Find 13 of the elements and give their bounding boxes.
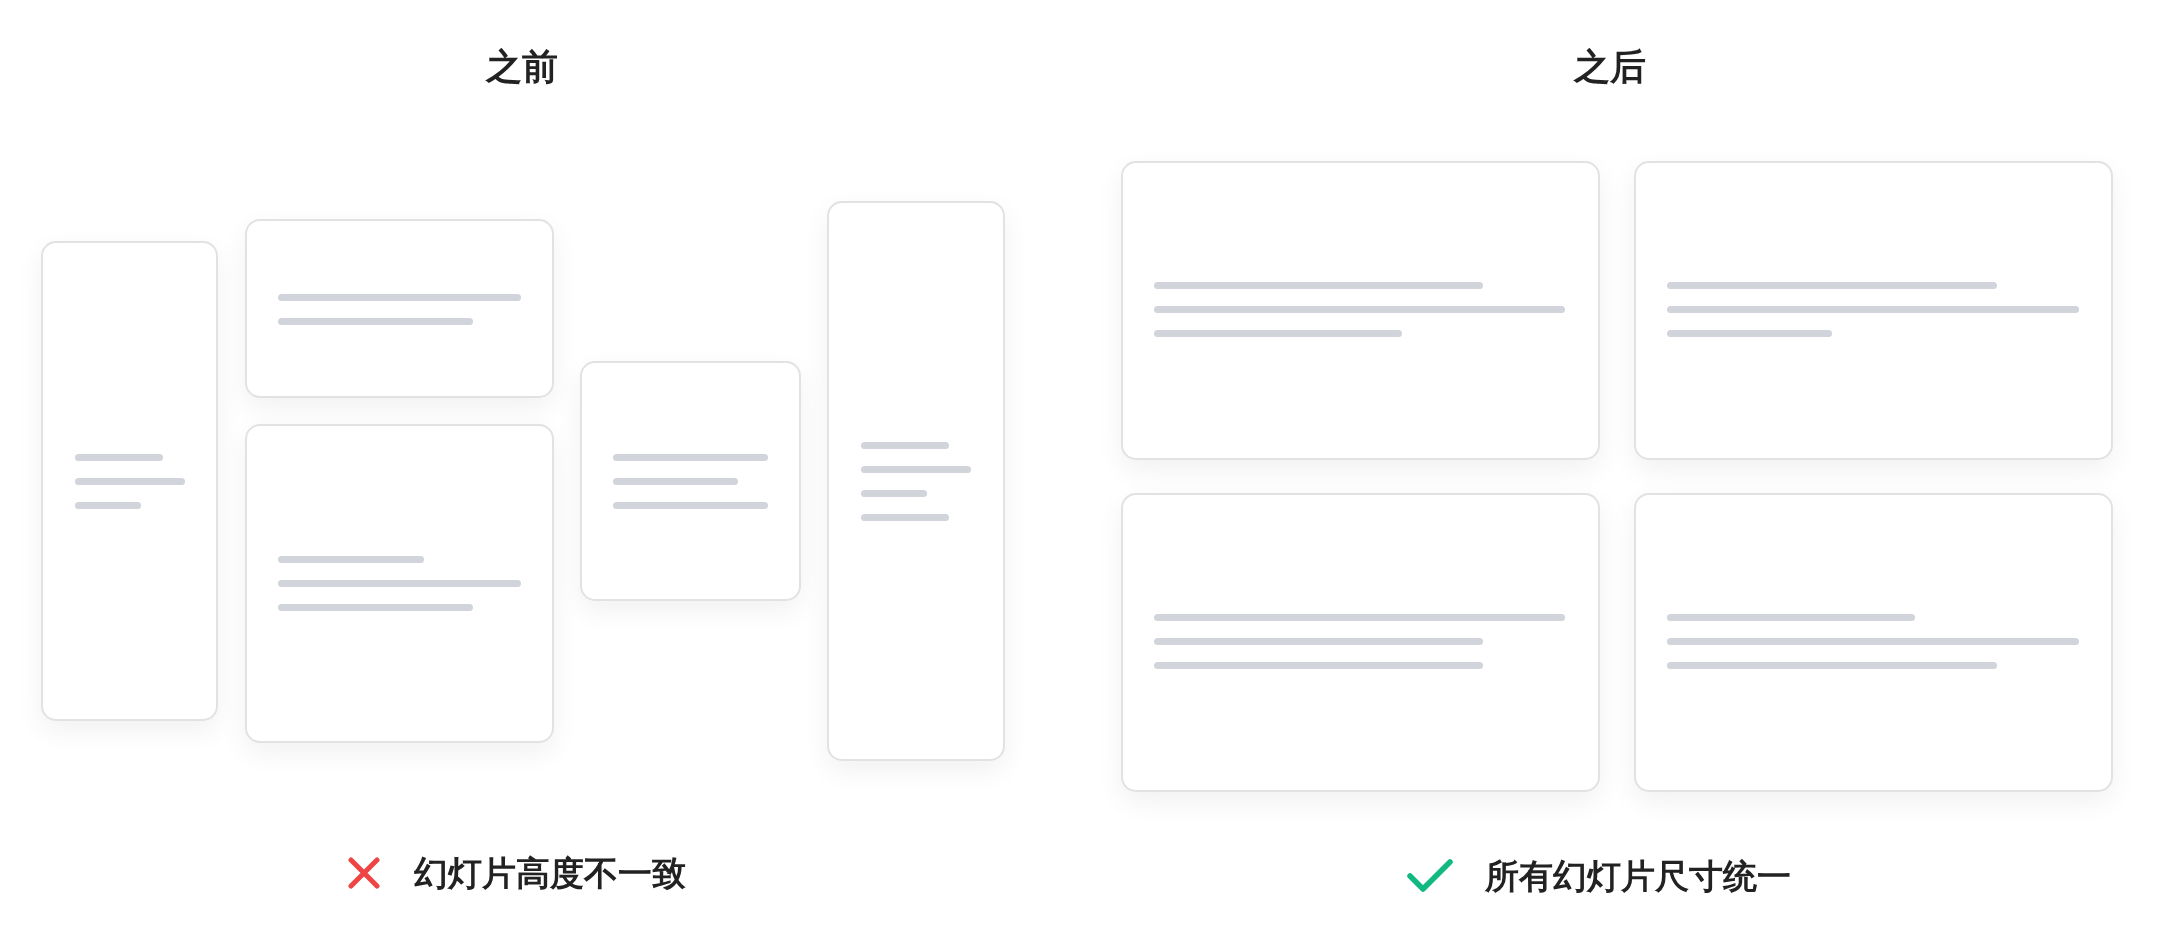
slide-card (245, 424, 554, 743)
slide-card (580, 361, 801, 601)
slide-card (827, 201, 1005, 761)
slide-card (1121, 493, 1600, 792)
slide-card (1121, 161, 1600, 460)
section-heading: 之前 (486, 45, 558, 89)
slide-card (1634, 493, 2113, 792)
slide-card (1634, 161, 2113, 460)
caption-text: 幻灯片高度不一致 (414, 852, 686, 894)
slide-card (41, 241, 218, 721)
caption-text: 所有幻灯片尺寸统一 (1485, 855, 1791, 897)
slide-card (245, 219, 554, 398)
section-heading: 之后 (1574, 45, 1646, 89)
